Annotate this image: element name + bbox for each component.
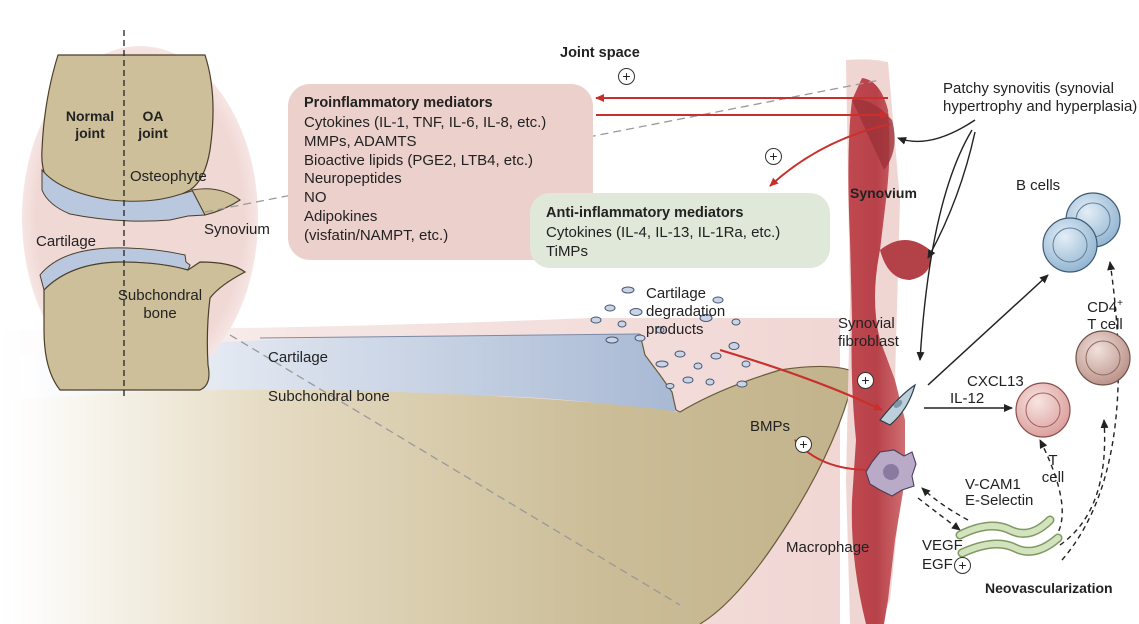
cxcl13-label: CXCL13 — [967, 373, 1024, 391]
joint-space-label: Joint space — [560, 45, 640, 62]
pro-item: MMPs, ADAMTS — [304, 133, 546, 152]
main-subchondral-label: Subchondral bone — [268, 388, 390, 406]
arrow-fibroblast-to-bcells — [928, 275, 1048, 385]
proinflammatory-content: Proinflammatory mediators Cytokines (IL-… — [304, 94, 546, 245]
synovial-fibroblast-label: Synovial fibroblast — [838, 315, 918, 351]
plus-icon-anti — [765, 148, 782, 165]
cartilage-degradation-label: Cartilage degradation products — [646, 285, 746, 339]
antiinflammatory-content: Anti-inflammatory mediators Cytokines (I… — [546, 204, 780, 262]
inset-synovium-label: Synovium — [204, 221, 270, 239]
macrophage-label: Macrophage — [786, 539, 869, 557]
bmps-label: BMPs — [750, 418, 790, 436]
arrow-synovitis-to-band — [920, 130, 972, 360]
plus-icon-joint-space — [618, 68, 635, 85]
neovascularization-label: Neovascularization — [985, 580, 1113, 597]
oa-joint-label: OA joint — [128, 108, 178, 142]
plus-icon-bmps — [795, 436, 812, 453]
pro-item: Cytokines (IL-1, TNF, IL-6, IL-8, etc.) — [304, 114, 546, 133]
eselectin-label: E-Selectin — [965, 492, 1033, 510]
vegf-label: VEGF — [922, 537, 963, 555]
dashed-vessel-to-macrophage — [922, 488, 968, 520]
pro-item: NO — [304, 189, 546, 208]
dashed-macrophage-to-vessel — [918, 498, 960, 530]
b-cells — [1043, 193, 1120, 272]
arrow-synovitis-to-top — [898, 120, 975, 141]
plus-icon-egf — [954, 557, 971, 574]
main-subchondral-bone — [10, 366, 855, 624]
egf-label: EGF — [922, 556, 953, 574]
inset-cartilage-label: Cartilage — [36, 233, 96, 251]
t-cell — [1016, 383, 1070, 437]
b-cells-label: B cells — [1016, 177, 1060, 195]
pro-item: Bioactive lipids (PGE2, LTB4, etc.) — [304, 152, 546, 171]
cd4-t-cell — [1076, 331, 1130, 385]
synovium-label: Synovium — [850, 185, 917, 202]
neovessels — [960, 520, 1058, 553]
inset-subchondral-label: Subchondral bone — [110, 287, 210, 323]
main-cartilage-label: Cartilage — [268, 349, 328, 367]
antiinflammatory-title: Anti-inflammatory mediators — [546, 204, 780, 222]
normal-joint-label: Normal joint — [60, 108, 120, 142]
anti-item: TiMPs — [546, 243, 780, 262]
patchy-synovitis-label: Patchy synovitis (synovial hypertrophy a… — [943, 80, 1139, 116]
pro-item: Adipokines — [304, 208, 546, 227]
il12-label: IL-12 — [950, 390, 984, 408]
t-cell-label: T cell — [1038, 453, 1068, 486]
plus-icon-fibroblast — [857, 372, 874, 389]
anti-item: Cytokines (IL-4, IL-13, IL-1Ra, etc.) — [546, 224, 780, 243]
cd4-t-cell-label: CD4+ T cell — [1080, 298, 1130, 333]
osteophyte-label: Osteophyte — [130, 168, 207, 186]
proinflammatory-title: Proinflammatory mediators — [304, 94, 546, 112]
pro-item: (visfatin/NAMPT, etc.) — [304, 227, 546, 246]
pro-item: Neuropeptides — [304, 170, 546, 189]
